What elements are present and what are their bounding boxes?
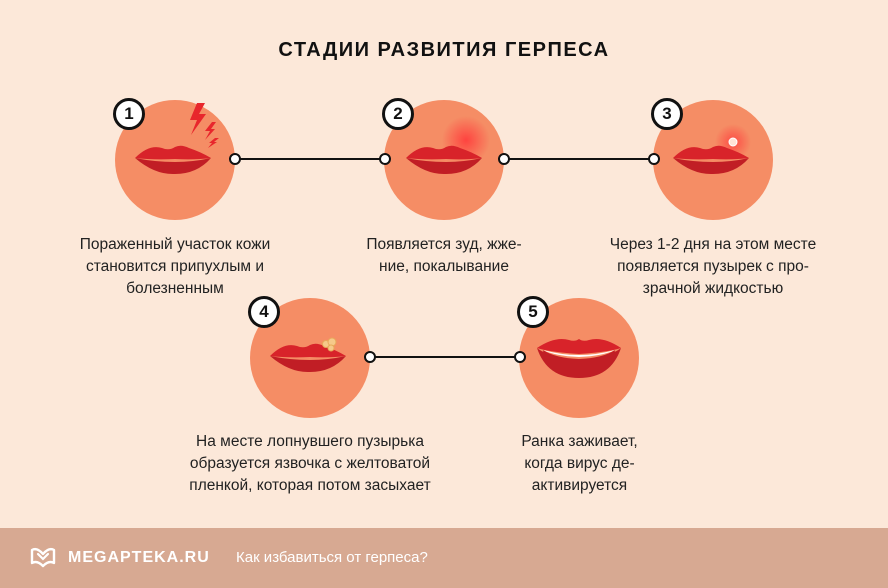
lips-icon (537, 339, 621, 378)
stage-4-number: 4 (248, 296, 280, 328)
megapteka-logo-icon (30, 547, 56, 568)
stage-2-caption: Появляется зуд, жже- ние, покалывание (366, 236, 522, 275)
connector-4-5 (369, 356, 519, 358)
lips-icon (673, 145, 749, 175)
stage-5-left-dot (514, 351, 526, 363)
stage-2-number: 2 (382, 98, 414, 130)
blister-icon (322, 337, 337, 352)
page-title: СТАДИИ РАЗВИТИЯ ГЕРПЕСА (278, 39, 610, 61)
stage-4-caption: На месте лопнувшего пузырька образуется … (189, 433, 431, 494)
blister-icon (728, 137, 738, 147)
connector-2-3 (503, 158, 653, 160)
footer-article-link[interactable]: Как избавиться от герпеса? (236, 549, 428, 566)
stage-2-left-dot (379, 153, 391, 165)
lips-icon (270, 343, 346, 373)
stage-3-left-dot (648, 153, 660, 165)
lips-icon (406, 145, 482, 175)
footer-bar: MEGAPTEKA.RU Как избавиться от герпеса? (0, 528, 888, 588)
stage-1-circle (115, 100, 235, 220)
lightning-icon (190, 103, 219, 148)
stage-3-number: 3 (651, 98, 683, 130)
stage-3-caption: Через 1-2 дня на этом месте появляется п… (609, 236, 817, 297)
stage-5-number: 5 (517, 296, 549, 328)
lips-icon (135, 145, 211, 175)
stage-2-right-dot (498, 153, 510, 165)
stage-5-caption: Ранка заживает, когда вирус де- активиру… (521, 433, 638, 494)
connector-1-2 (234, 158, 384, 160)
stage-4-right-dot (364, 351, 376, 363)
stage-1-caption: Пораженный участок кожи становится припу… (79, 236, 271, 297)
brand-name[interactable]: MEGAPTEKA.RU (68, 549, 210, 566)
stage-1-right-dot (229, 153, 241, 165)
stage-1-number: 1 (113, 98, 145, 130)
